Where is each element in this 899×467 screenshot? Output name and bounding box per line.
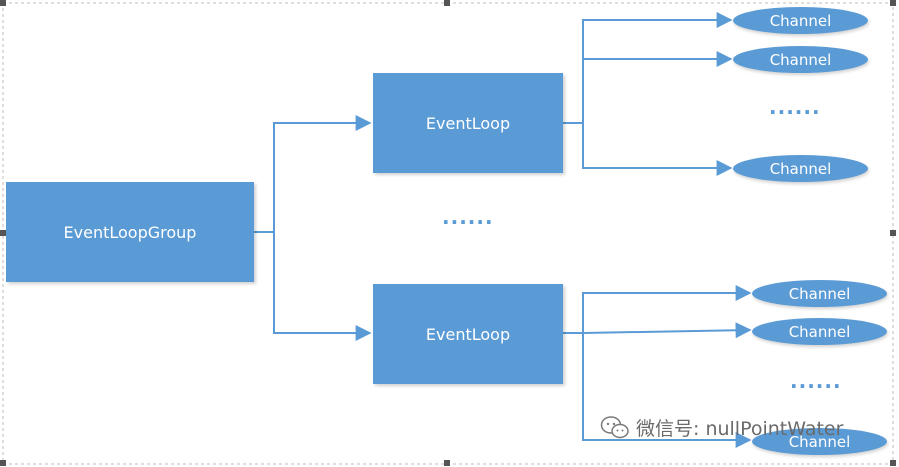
channel-label: Channel xyxy=(788,284,851,303)
channel-ellipsis-1: ...... xyxy=(769,95,821,119)
channel-label: Channel xyxy=(788,322,851,341)
eventloopgroup-box: EventLoopGroup xyxy=(6,182,254,282)
connector-eventloop-2-channel-1 xyxy=(563,285,752,334)
channel-1-3: Channel xyxy=(733,155,868,182)
channel-label: Channel xyxy=(769,159,832,178)
channel-label: Channel xyxy=(788,432,851,451)
channel-2-2: Channel xyxy=(752,318,887,345)
channel-ellipsis-2: ...... xyxy=(790,369,842,393)
connector-group-to-eventloop-1 xyxy=(254,115,372,233)
eventloop-box-2: EventLoop xyxy=(373,284,563,384)
eventloop-label-2: EventLoop xyxy=(425,324,511,344)
watermark: 微信号: nullPointWater xyxy=(600,414,843,441)
channel-label: Channel xyxy=(769,50,832,69)
connector-eventloop-2-channel-3 xyxy=(582,333,752,448)
wechat-icon xyxy=(600,415,629,438)
eventloop-label-1: EventLoop xyxy=(425,113,511,133)
connector-eventloop-1-channel-1 xyxy=(563,12,733,124)
connector-eventloop-2-channel-2 xyxy=(582,322,752,339)
channel-2-1: Channel xyxy=(752,280,887,307)
eventloopgroup-label: EventLoopGroup xyxy=(63,222,197,242)
channel-1-1: Channel xyxy=(733,7,868,34)
channel-2-3: Channel xyxy=(752,428,887,455)
connector-group-to-eventloop-2 xyxy=(273,232,372,341)
eventloop-box-1: EventLoop xyxy=(373,73,563,173)
eventloop-ellipsis: ...... xyxy=(442,205,494,229)
channel-label: Channel xyxy=(769,11,832,30)
connector-eventloop-1-channel-3 xyxy=(582,123,733,176)
watermark-text: 微信号: nullPointWater xyxy=(636,418,844,440)
channel-1-2: Channel xyxy=(733,46,868,73)
